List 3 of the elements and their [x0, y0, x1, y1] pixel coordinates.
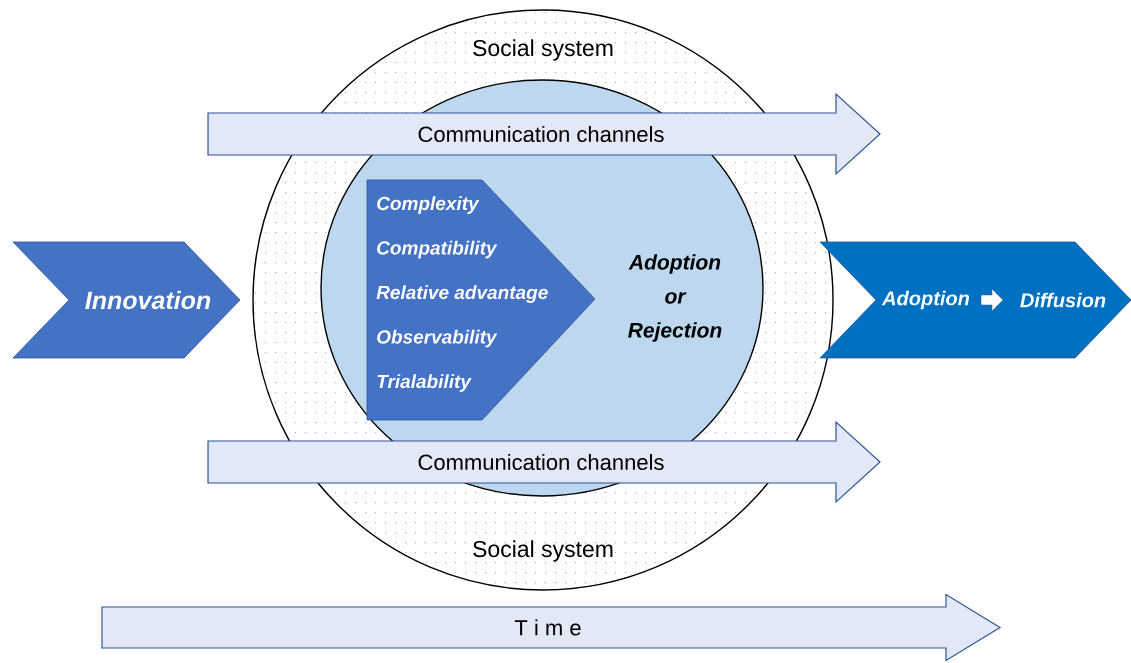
innovation-chevron: Innovation	[12, 241, 241, 359]
adoption-diffusion-chevron: Adoption Diffusion	[819, 241, 1131, 359]
attribute-pentagon: Complexity Compatibility Relative advantage Observability Trialability	[366, 179, 596, 421]
